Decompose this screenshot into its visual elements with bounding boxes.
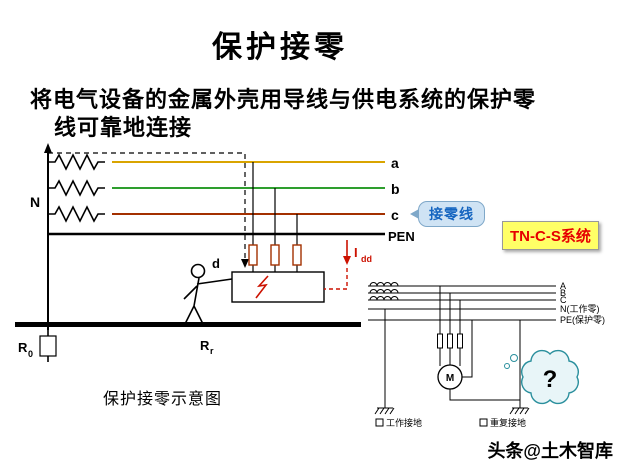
working-ground-symbol [374,407,395,415]
motor-label: M [446,373,454,384]
thought-bubble: ? [504,349,579,405]
fuse-1-icon [437,333,443,349]
fault-point-label: d [212,256,220,271]
tncs-line-n-label: N(工作零) [560,303,600,314]
rr-label: R [200,338,210,353]
left-diagram: a b c PEN N d I dd R 0 R r [15,143,415,362]
tncs-system-badge: TN-C-S系统 [502,221,599,250]
drop-wires [252,162,298,272]
zero-line-callout-label: 接零线 [429,206,474,222]
tncs-line-pe-label: PE(保护零) [560,314,605,325]
r0-label: R [18,340,28,355]
tncs-diagram: A B C N(工作零) PE(保护零) M 工作接地 重复接地 ? [368,281,605,428]
person-icon [183,263,233,325]
tncs-line-c-label: C [560,295,567,305]
watermark: 头条@土木智库 [487,441,613,461]
phase-a-label: a [391,155,399,171]
phase-c-label: c [391,207,399,223]
source-coil-b-icon [369,289,399,294]
fuse-3-icon [457,333,463,349]
cloud-icon [521,349,579,405]
fault-current-label: I [354,245,358,260]
fuse-a-icon [248,244,258,266]
ground-bar [15,322,361,327]
fault-lightning-icon [255,275,269,299]
body-line-1: 将电气设备的金属外壳用导线与供电系统的保护零 [30,87,537,112]
ground-connections [384,309,521,408]
fault-current-path [324,240,351,290]
page-title: 保护接零 [212,31,348,64]
fuse-b-icon [270,244,280,266]
equipment-box [231,271,325,303]
fault-current-sub: dd [361,254,372,264]
body-line-2: 线可靠地连接 [54,115,193,140]
neutral-label: N [30,194,40,210]
rr-sub: r [210,346,214,356]
winding-c-icon [48,205,105,223]
tncs-line-b-label: B [560,288,566,298]
tncs-line-a-label: A [560,281,566,291]
pe-to-motor [462,320,473,378]
bubble-dot-small-icon [504,363,510,369]
up-arrow-icon [44,143,52,153]
motor-drops [439,286,461,366]
question-mark: ? [543,366,558,393]
repeat-ground-symbol [509,407,530,415]
down-arrow-icon [241,259,249,268]
winding-a-icon [48,153,105,171]
working-ground-box-icon [375,418,384,427]
zero-line-callout: 接零线 [410,201,485,227]
fuse-c-icon [292,244,302,266]
pen-label: PEN [388,229,415,244]
earth-electrode-box [39,335,57,357]
repeat-ground-box-icon [479,418,488,427]
working-ground-label: 工作接地 [386,417,422,428]
source-coil-a-icon [369,282,399,287]
winding-b-icon [48,179,105,197]
repeat-ground-label: 重复接地 [490,417,526,428]
fuse-2-icon [447,333,453,349]
bonding-dashed-line [48,152,246,258]
phase-b-label: b [391,181,400,197]
source-coil-c-icon [369,296,399,301]
body-text: 将电气设备的金属外壳用导线与供电系统的保护零 线可靠地连接 [30,86,536,142]
r0-sub: 0 [28,349,33,359]
diagram-caption: 保护接零示意图 [103,391,223,408]
bubble-dot-large-icon [510,354,518,362]
